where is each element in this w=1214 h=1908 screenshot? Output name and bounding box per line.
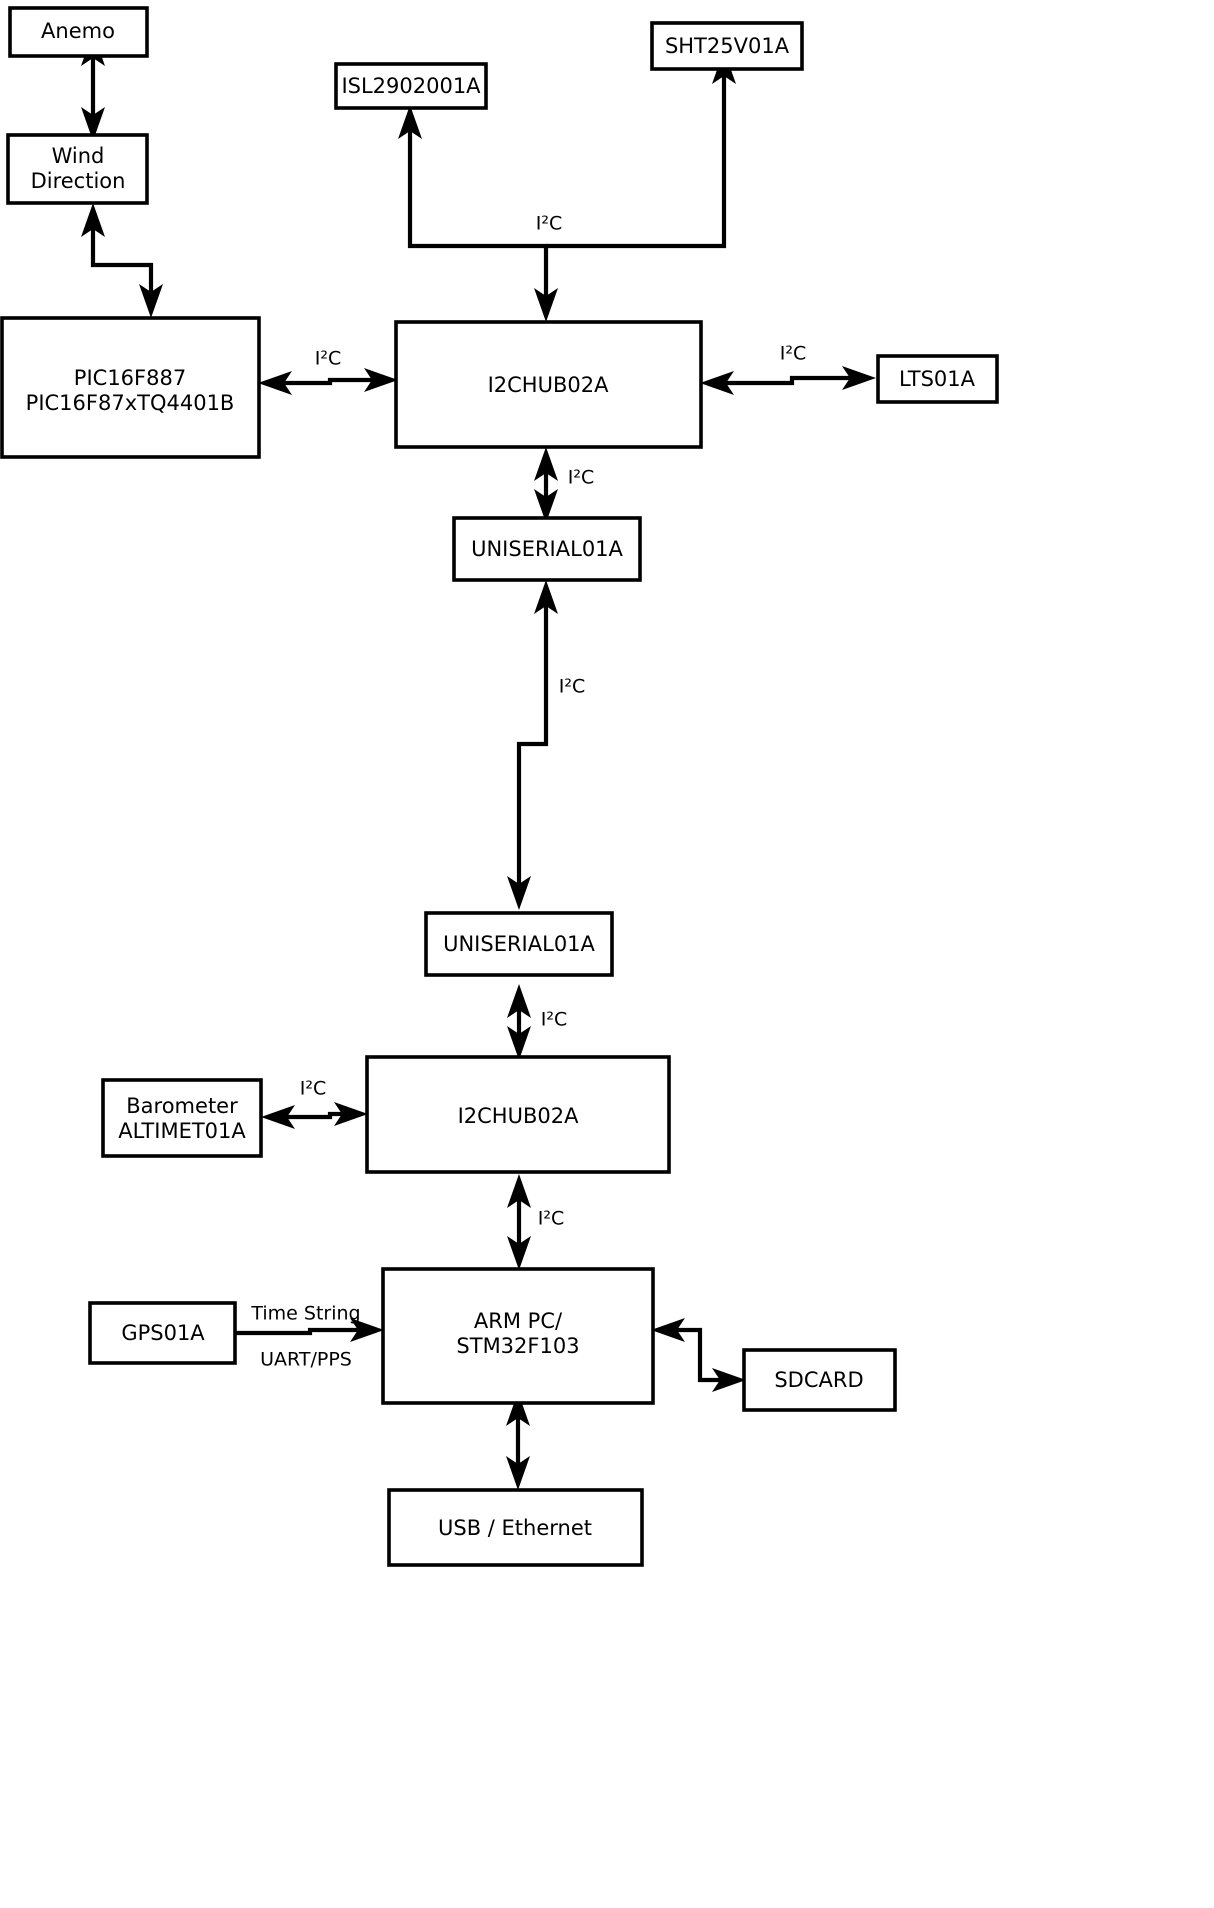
node-wind-direction-label-line2: Direction [31,169,126,193]
node-uniserial01a-lower-rect[interactable] [424,911,614,977]
arrowhead-down [507,876,531,910]
edge-label-i2c-hub-lts: I²C [780,343,807,365]
node-barometer-label-line2: ALTIMET01A [118,1119,246,1143]
edge-label-i2c-hub-bus: I²C [536,213,563,235]
node-wind-direction-rect[interactable] [6,133,149,205]
arrowhead-right [842,366,876,390]
node-gps01a-label: GPS01A [121,1321,205,1345]
node-pic16f887-rect[interactable] [0,316,261,459]
node-i2chub02a-bottom-label: I2CHUB02A [458,1104,580,1128]
arrowhead-up [81,203,105,237]
node-anemo-label: Anemo [41,19,115,43]
node-barometer-label-line1: Barometer [126,1094,238,1118]
node-isl2902001a-label: ISL2902001A [341,74,481,98]
node-barometer[interactable]: Barometer ALTIMET01A [101,1078,263,1158]
node-sdcard-label: SDCARD [774,1368,863,1392]
edge-label-i2c-pic-hub: I²C [315,348,342,370]
arrowhead-right [350,1318,384,1342]
node-uniserial01a-upper[interactable]: UNISERIAL01A [452,516,642,582]
node-uniserial01a-lower-label: UNISERIAL01A [443,932,595,956]
arrowhead-up [506,1392,530,1426]
node-arm-pc-label-line1: ARM PC/ [474,1309,563,1333]
node-uniserial01a-lower[interactable]: UNISERIAL01A [424,911,614,977]
arrowhead-down [507,1236,531,1270]
node-pic16f887-label-line1: PIC16F887 [74,366,186,390]
node-gps01a[interactable]: GPS01A [88,1301,237,1365]
arrowhead-up [398,105,422,139]
edge-arm-usb [506,1392,530,1490]
node-sht25v01a[interactable]: SHT25V01A [650,21,804,71]
edge-label-time-string: Time String [250,1303,360,1325]
node-isl2902001a[interactable]: ISL2902001A [334,62,488,110]
node-i2chub02a-bottom[interactable]: I2CHUB02A [365,1055,671,1174]
node-usb-ethernet-rect[interactable] [387,1488,644,1567]
edge-label-i2c-hub-uniserial1: I²C [568,467,595,489]
arrowhead-up [534,447,558,481]
node-usb-ethernet-label: USB / Ethernet [438,1516,592,1540]
edge-pic-hubtop [258,368,398,395]
arrowhead-down [81,107,105,141]
node-i2chub02a-bottom-rect[interactable] [365,1055,671,1174]
node-usb-ethernet[interactable]: USB / Ethernet [387,1488,644,1567]
edge-gps-arm [236,1318,384,1342]
node-lts01a[interactable]: LTS01A [876,354,999,404]
edge-label-i2c-uniserial2-hub: I²C [541,1009,568,1031]
node-anemo[interactable]: Anemo [8,6,149,58]
arrowhead-down [534,288,558,322]
edge-barometer-hubbottom [261,1102,368,1129]
node-sht25v01a-label: SHT25V01A [665,34,790,58]
arrowhead-left [258,371,292,395]
edge-uniserial2-hubbottom [507,984,531,1060]
arrowhead-left [261,1105,295,1129]
arrowhead-down [506,1456,530,1490]
node-sht25v01a-rect[interactable] [650,21,804,71]
node-i2chub02a-top[interactable]: I2CHUB02A [394,320,703,449]
edge-label-i2c-barometer-hub: I²C [300,1078,327,1100]
arrowhead-down [507,1026,531,1060]
edge-pic-winddir [81,203,163,318]
edge-hubbottom-arm [507,1174,531,1270]
node-isl2902001a-rect[interactable] [334,62,488,110]
arrowhead-right [334,1102,368,1126]
arrowhead-down [139,284,163,318]
arrowhead-right [364,368,398,392]
arrowhead-up [507,984,531,1018]
node-arm-pc[interactable]: ARM PC/ STM32F103 [381,1267,655,1405]
node-lts01a-rect[interactable] [876,354,999,404]
edge-uniserial1-uniserial2 [507,580,558,910]
node-sdcard-rect[interactable] [742,1348,897,1412]
node-sdcard[interactable]: SDCARD [742,1348,897,1412]
node-i2chub02a-top-label: I2CHUB02A [488,373,610,397]
edge-label-i2c-uniserial1-uniserial2: I²C [559,676,586,698]
arrowhead-left [651,1318,685,1342]
node-uniserial01a-upper-rect[interactable] [452,516,642,582]
node-arm-pc-rect[interactable] [381,1267,655,1405]
node-lts01a-label: LTS01A [899,367,976,391]
node-uniserial01a-upper-label: UNISERIAL01A [471,537,623,561]
node-gps01a-rect[interactable] [88,1301,237,1365]
node-arm-pc-label-line2: STM32F103 [456,1334,579,1358]
node-i2chub02a-top-rect[interactable] [394,320,703,449]
arrowhead-up [534,580,558,614]
edge-arm-sdcard [651,1318,746,1392]
node-anemo-rect[interactable] [8,6,149,58]
node-barometer-rect[interactable] [101,1078,263,1158]
node-wind-direction-label-line1: Wind [52,144,105,168]
edge-label-i2c-hub-arm: I²C [538,1208,565,1230]
node-pic16f887-label-line2: PIC16F87xTQ4401B [26,391,235,415]
edge-label-uart-pps: UART/PPS [260,1349,352,1371]
arrowhead-right [712,1368,746,1392]
arrowhead-down [534,489,558,523]
arrowhead-left [700,371,734,395]
arrowhead-up [507,1174,531,1208]
edge-hubtop-lts [700,366,876,395]
edge-hubtop-uniserial1 [534,447,558,523]
node-wind-direction[interactable]: Wind Direction [6,133,149,205]
node-pic16f887[interactable]: PIC16F887 PIC16F87xTQ4401B [0,316,261,459]
